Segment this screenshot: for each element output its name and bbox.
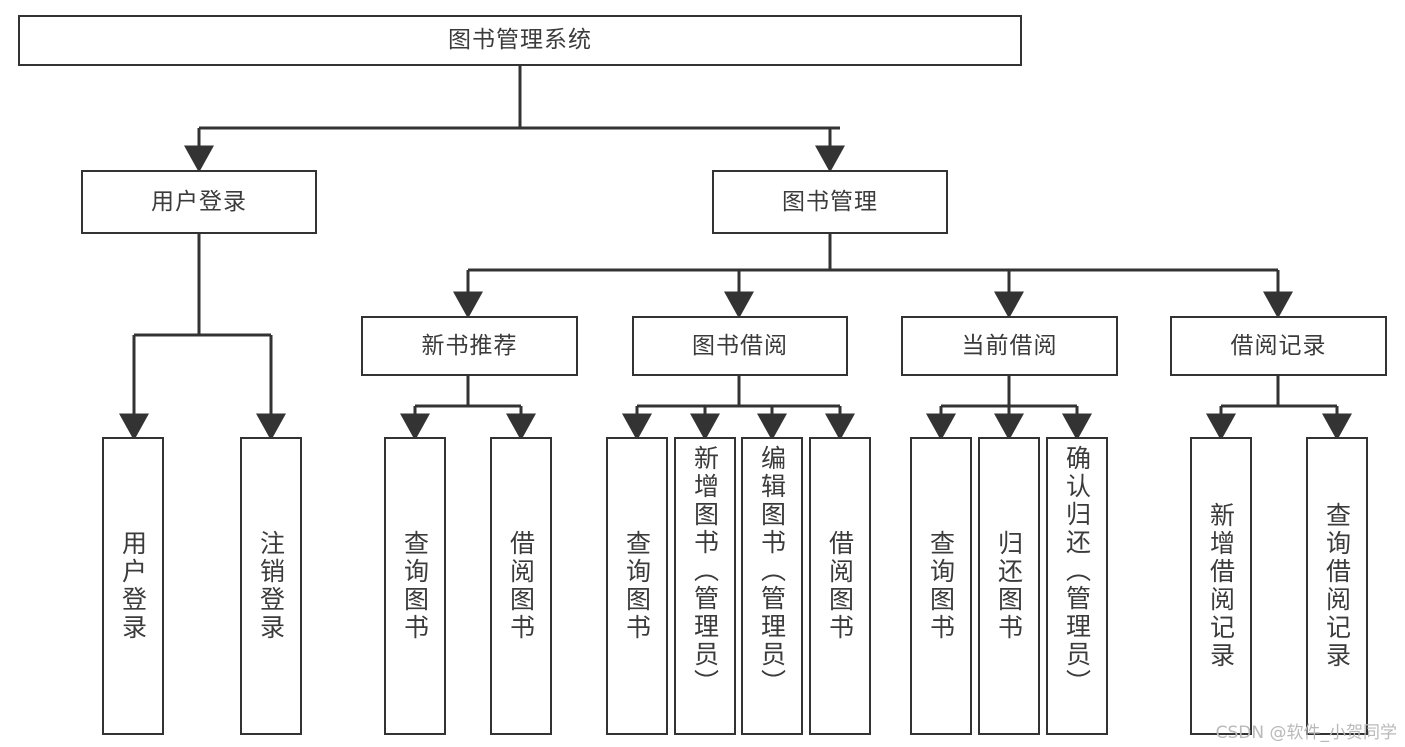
node-book-borrow-label: 图书借阅 [692, 332, 788, 359]
node-leaf-query-book-1-label: 查询图书 [400, 530, 430, 642]
node-current-borrow[interactable]: 当前借阅 [901, 316, 1118, 376]
node-leaf-return-book[interactable]: 归还图书 [978, 437, 1040, 735]
node-root-label: 图书管理系统 [448, 27, 592, 53]
node-book-borrow[interactable]: 图书借阅 [632, 316, 848, 376]
node-current-borrow-label: 当前借阅 [961, 332, 1058, 359]
node-leaf-add-record-label: 新增借阅记录 [1206, 502, 1236, 670]
node-leaf-query-book-3[interactable]: 查询图书 [910, 437, 972, 735]
node-leaf-add-book-label: 新增图书（管理员） [690, 445, 720, 697]
node-leaf-borrow-book-2-label: 借阅图书 [825, 530, 855, 642]
node-leaf-confirm-return[interactable]: 确认归还（管理员） [1046, 437, 1108, 735]
node-leaf-query-book-1[interactable]: 查询图书 [384, 437, 446, 735]
node-leaf-confirm-return-label: 确认归还（管理员） [1062, 445, 1092, 697]
node-leaf-query-book-2-label: 查询图书 [622, 530, 652, 642]
node-leaf-borrow-book-1[interactable]: 借阅图书 [490, 437, 552, 735]
node-leaf-edit-book-label: 编辑图书（管理员） [757, 445, 787, 697]
node-leaf-user-login[interactable]: 用户登录 [102, 437, 164, 735]
node-leaf-logout-login-label: 注销登录 [256, 530, 286, 642]
node-borrow-record-label: 借阅记录 [1230, 332, 1327, 359]
watermark-text: CSDN @软件_小贺同学 [1215, 723, 1397, 743]
node-leaf-edit-book[interactable]: 编辑图书（管理员） [741, 437, 803, 735]
node-root[interactable]: 图书管理系统 [18, 15, 1022, 66]
node-new-book-recommend-label: 新书推荐 [421, 332, 518, 359]
node-book-manage[interactable]: 图书管理 [712, 170, 948, 234]
node-leaf-query-record-label: 查询借阅记录 [1322, 502, 1352, 670]
node-leaf-return-book-label: 归还图书 [994, 530, 1024, 642]
node-borrow-record[interactable]: 借阅记录 [1170, 316, 1387, 376]
node-new-book-recommend[interactable]: 新书推荐 [361, 316, 578, 376]
node-leaf-logout-login[interactable]: 注销登录 [240, 437, 302, 735]
node-leaf-user-login-label: 用户登录 [118, 530, 148, 642]
node-leaf-query-record[interactable]: 查询借阅记录 [1306, 437, 1368, 735]
node-leaf-add-record[interactable]: 新增借阅记录 [1190, 437, 1252, 735]
node-leaf-add-book[interactable]: 新增图书（管理员） [674, 437, 736, 735]
node-leaf-borrow-book-1-label: 借阅图书 [506, 530, 536, 642]
node-user-login[interactable]: 用户登录 [81, 170, 317, 234]
node-leaf-query-book-3-label: 查询图书 [926, 530, 956, 642]
node-leaf-borrow-book-2[interactable]: 借阅图书 [809, 437, 871, 735]
node-book-manage-label: 图书管理 [782, 188, 878, 215]
node-user-login-label: 用户登录 [151, 188, 247, 215]
node-leaf-query-book-2[interactable]: 查询图书 [606, 437, 668, 735]
